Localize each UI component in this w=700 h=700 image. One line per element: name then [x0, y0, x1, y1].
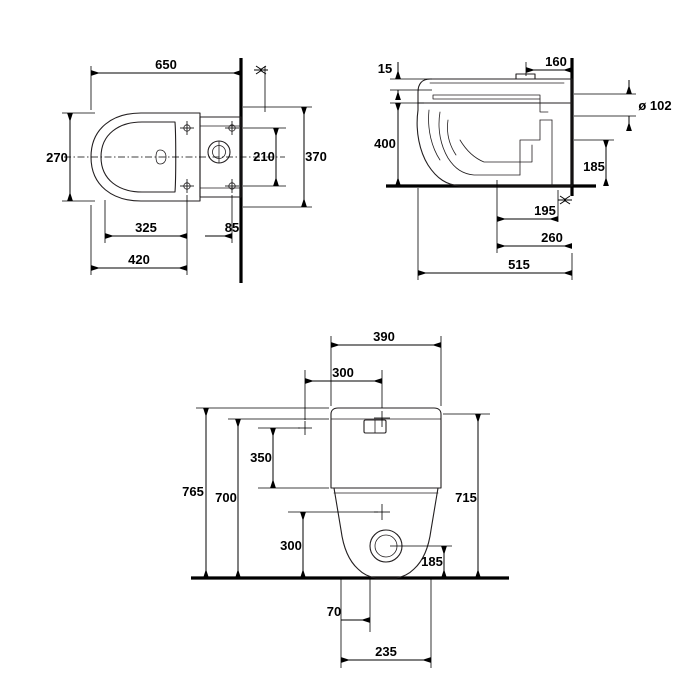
dim-label-370: 370: [305, 149, 327, 164]
dim-label-515: 515: [508, 257, 530, 272]
dim-label-400: 400: [374, 136, 396, 151]
dimension-side-diameter-102: ø 102: [574, 80, 672, 131]
dim-label-195: 195: [534, 203, 556, 218]
dim-label-420: 420: [128, 252, 150, 267]
side-view-group: 15 160 400 ø 102: [374, 54, 672, 280]
dim-label-185: 185: [583, 159, 605, 174]
dimension-front-235: 235: [340, 578, 432, 668]
dimension-side-195: 195: [496, 180, 558, 226]
front-view-hole-crosses: [298, 411, 390, 520]
dim-label-260: 260: [541, 230, 563, 245]
dim-label-270: 270: [46, 150, 68, 165]
dim-label-160: 160: [545, 54, 567, 69]
dimension-top-325: 325: [104, 195, 188, 243]
dim-label-650: 650: [155, 57, 177, 72]
dimension-front-765: 765: [182, 407, 329, 578]
dim-label-185-front: 185: [421, 554, 443, 569]
front-view-group: 390 300 350 765: [182, 329, 509, 668]
dimension-top-85: 85: [205, 195, 239, 243]
top-view-group: 650 270 370: [46, 57, 327, 283]
dimension-top-420: 420: [90, 205, 188, 275]
side-view-gap-marker: [557, 190, 572, 222]
dimension-side-160: 160: [525, 54, 572, 76]
dim-label-15: 15: [378, 61, 392, 76]
dimension-front-700: 700: [215, 418, 329, 578]
dim-label-765: 765: [182, 484, 204, 499]
dimension-top-370: 370: [243, 106, 327, 208]
dimension-side-185: 185: [574, 139, 614, 186]
dimension-front-715: 715: [443, 413, 490, 578]
dimension-front-70: 70: [327, 578, 371, 632]
dim-label-300-top: 300: [332, 365, 354, 380]
dim-label-350: 350: [250, 450, 272, 465]
dimension-side-15: 15: [378, 61, 432, 100]
dimension-side-400: 400: [374, 102, 424, 186]
dim-label-715: 715: [455, 490, 477, 505]
dim-label-210: 210: [253, 149, 275, 164]
top-view-hole-crosses: [180, 121, 239, 193]
front-view-toilet-outline: [330, 407, 442, 579]
side-view-toilet-outline: [416, 73, 573, 187]
dimension-front-300-top: 300: [304, 365, 383, 420]
dim-label-235: 235: [375, 644, 397, 659]
dimension-top-650: 650: [90, 57, 241, 110]
dimension-front-350: 350: [250, 427, 329, 489]
dimension-front-300-bottom: 300: [280, 511, 378, 578]
dimension-side-515: 515: [417, 188, 573, 280]
dimension-top-270: 270: [46, 112, 95, 202]
dim-label-700: 700: [215, 490, 237, 505]
dim-label-85: 85: [225, 220, 239, 235]
dimension-front-185: 185: [390, 545, 452, 578]
dimension-top-210: 210: [243, 127, 286, 187]
dim-label-390: 390: [373, 329, 395, 344]
dim-label-300-bottom: 300: [280, 538, 302, 553]
dimension-side-260: 260: [496, 226, 572, 253]
top-view-gap-marker: [254, 65, 268, 112]
dimension-front-390: 390: [330, 329, 442, 406]
dim-label-325: 325: [135, 220, 157, 235]
dim-label-diameter-102: ø 102: [638, 98, 671, 113]
dim-label-70: 70: [327, 604, 341, 619]
